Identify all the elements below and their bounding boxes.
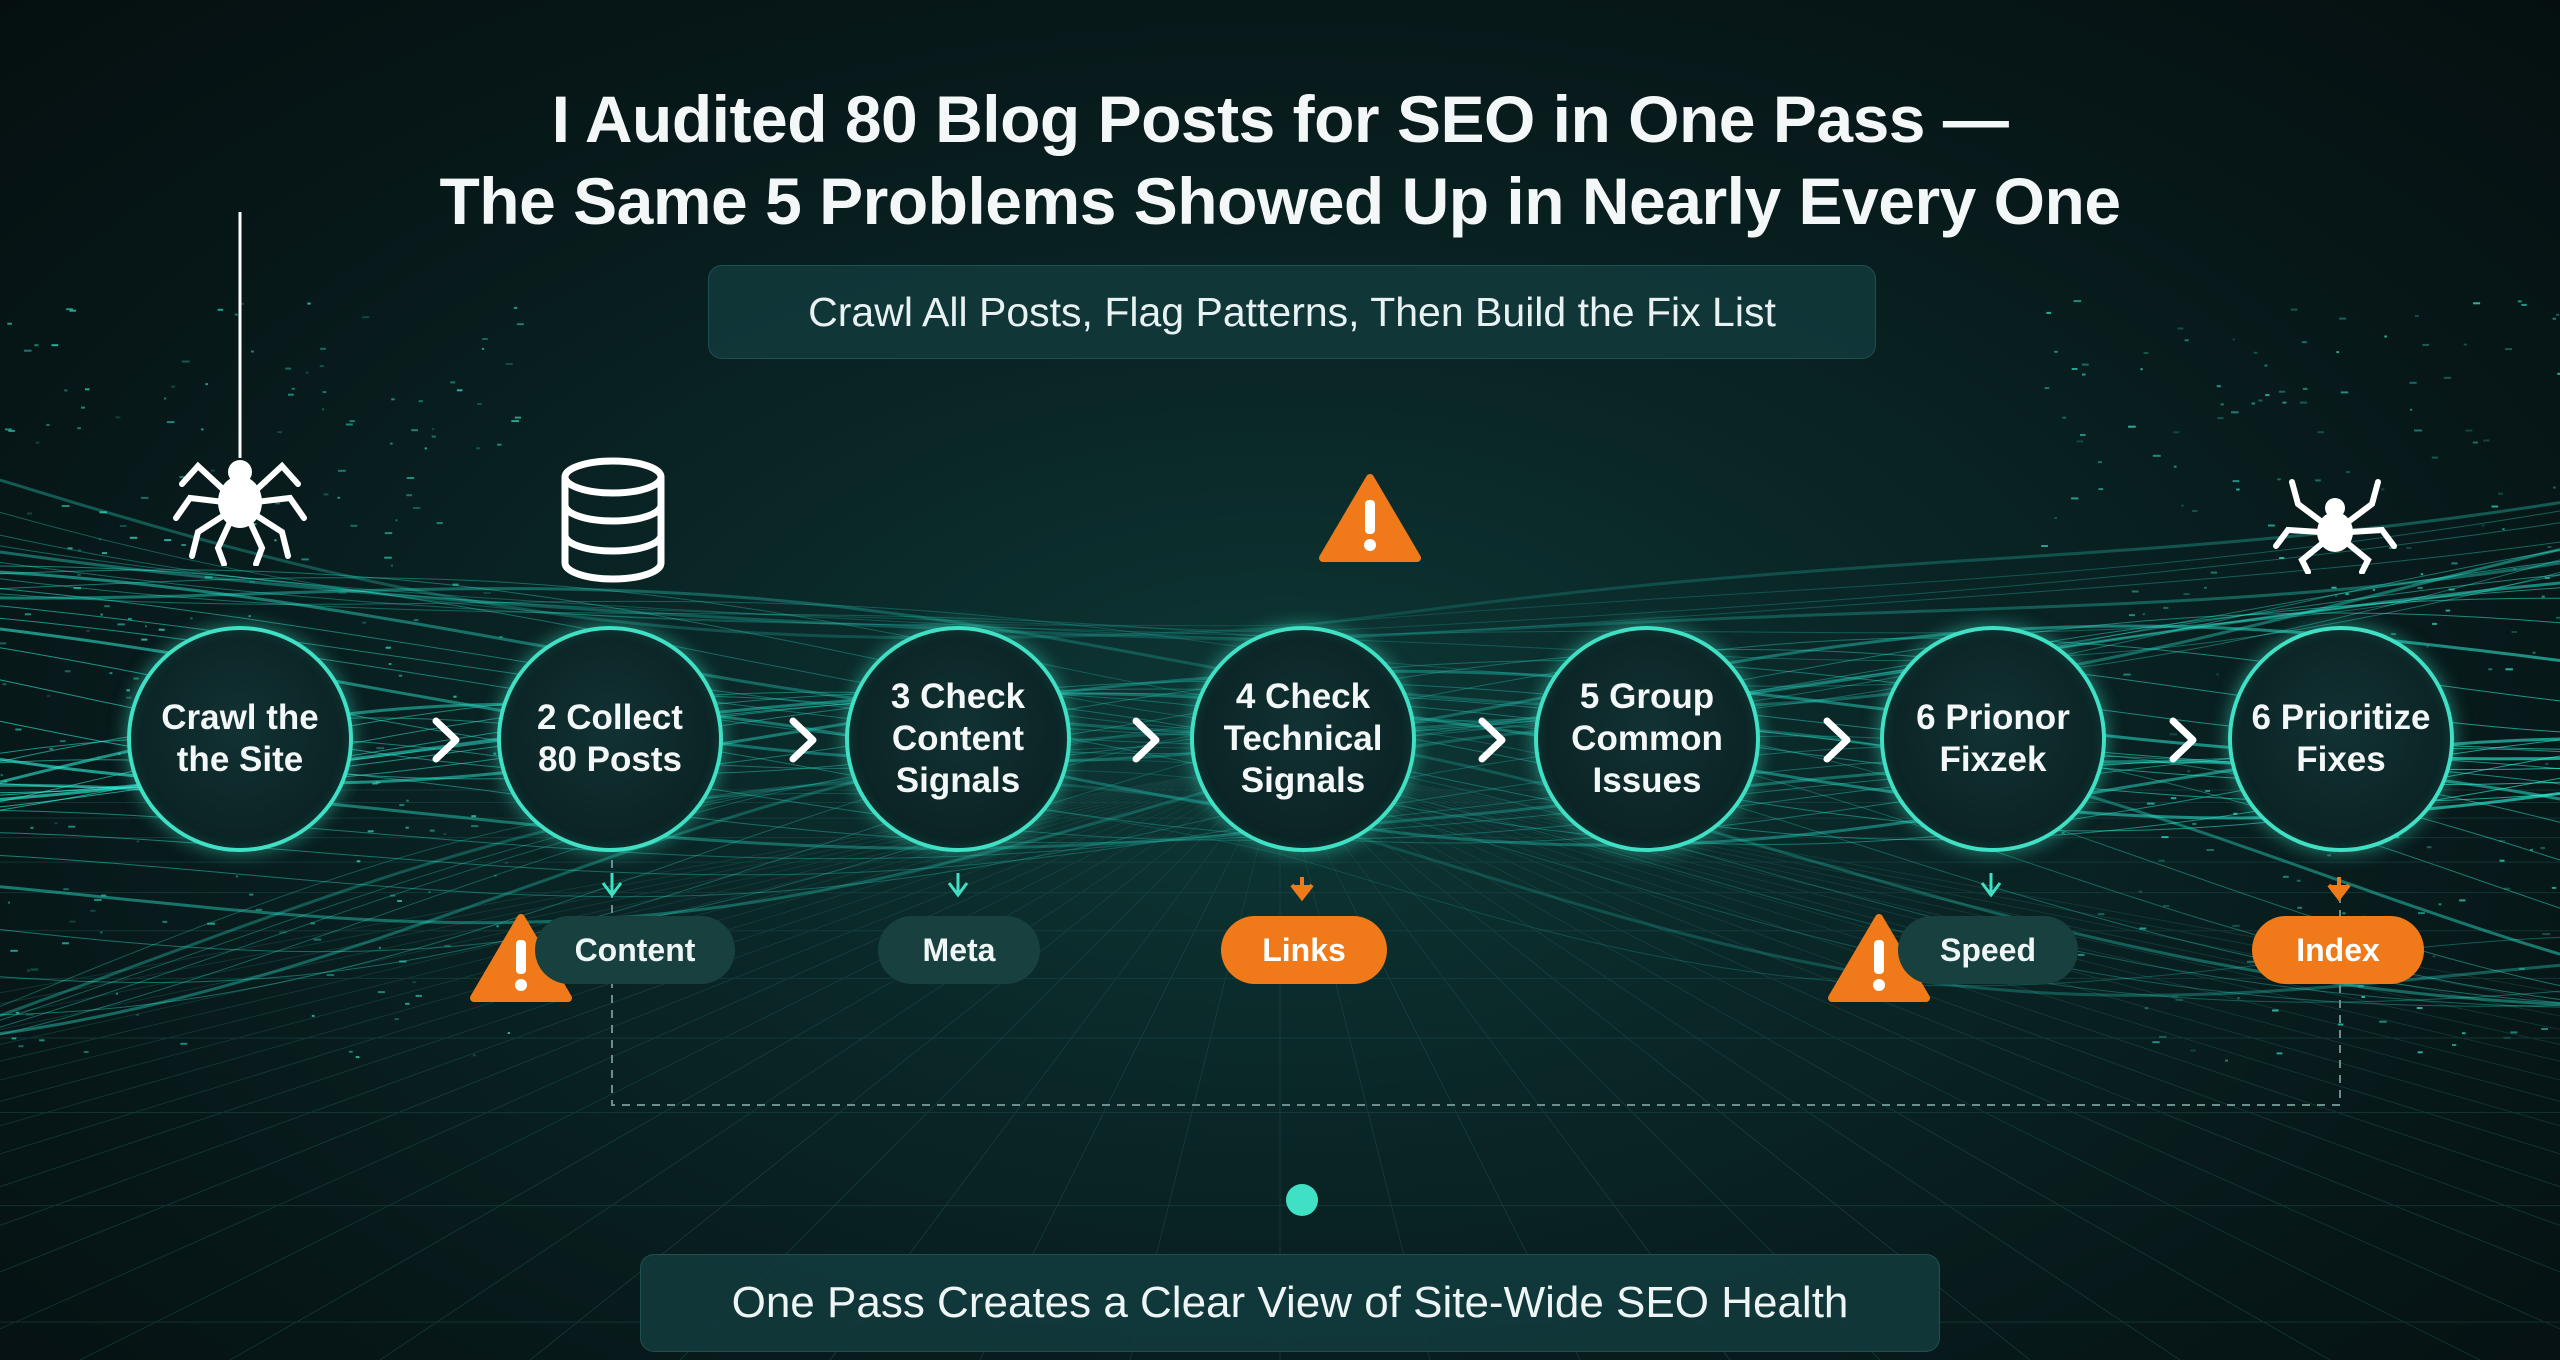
tag-meta: Meta <box>878 916 1040 984</box>
tag-index: Index <box>2252 916 2424 984</box>
title-line-2: The Same 5 Problems Showed Up in Nearly … <box>439 164 2121 238</box>
step-node-1: Crawl the the Site <box>127 626 353 852</box>
subtitle-banner: Crawl All Posts, Flag Patterns, Then Bui… <box>708 265 1876 359</box>
page-title: I Audited 80 Blog Posts for SEO in One P… <box>0 78 2560 242</box>
chevron-right-icon <box>789 717 817 763</box>
footer-dot <box>1286 1184 1318 1216</box>
chevron-right-icon <box>432 717 460 763</box>
tag-speed: Speed <box>1898 916 2078 984</box>
tag-content: Content <box>535 916 735 984</box>
chevron-right-icon <box>1132 717 1160 763</box>
down-arrows <box>601 873 2351 902</box>
chevron-right-icon <box>2169 717 2197 763</box>
step-node-4: 4 Check Technical Signals <box>1190 626 1416 852</box>
step-node-5: 5 Group Common Issues <box>1534 626 1760 852</box>
tag-links: Links <box>1221 916 1387 984</box>
warning-icon <box>1319 474 1421 562</box>
spider-icon <box>173 460 307 566</box>
chevron-right-icon <box>1823 717 1851 763</box>
chevron-right-icon <box>1478 717 1506 763</box>
step-node-2: 2 Collect 80 Posts <box>497 626 723 852</box>
step-node-3: 3 Check Content Signals <box>845 626 1071 852</box>
step-node-7: 6 Prioritize Fixes <box>2228 626 2454 852</box>
title-line-1: I Audited 80 Blog Posts for SEO in One P… <box>551 82 2009 156</box>
footer-banner: One Pass Creates a Clear View of Site-Wi… <box>640 1254 1940 1352</box>
database-icon <box>561 457 665 583</box>
spider-icon <box>2273 479 2397 574</box>
step-node-6: 6 Prionor Fixzek <box>1880 626 2106 852</box>
